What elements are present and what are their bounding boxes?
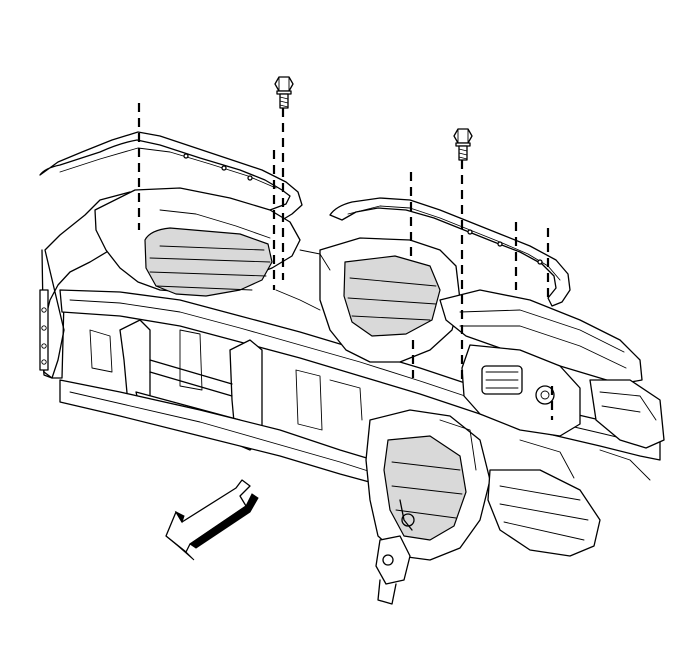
arrow-icon <box>165 479 259 561</box>
left-upper-trim-strip <box>39 131 303 249</box>
right-upper-trim-strip <box>329 197 571 307</box>
instrument-panel-carrier <box>39 187 665 605</box>
bolt-icon <box>274 76 294 109</box>
installation-guide-lines <box>137 103 554 420</box>
bolt-icon <box>453 128 473 161</box>
bolt-icon <box>274 76 473 161</box>
